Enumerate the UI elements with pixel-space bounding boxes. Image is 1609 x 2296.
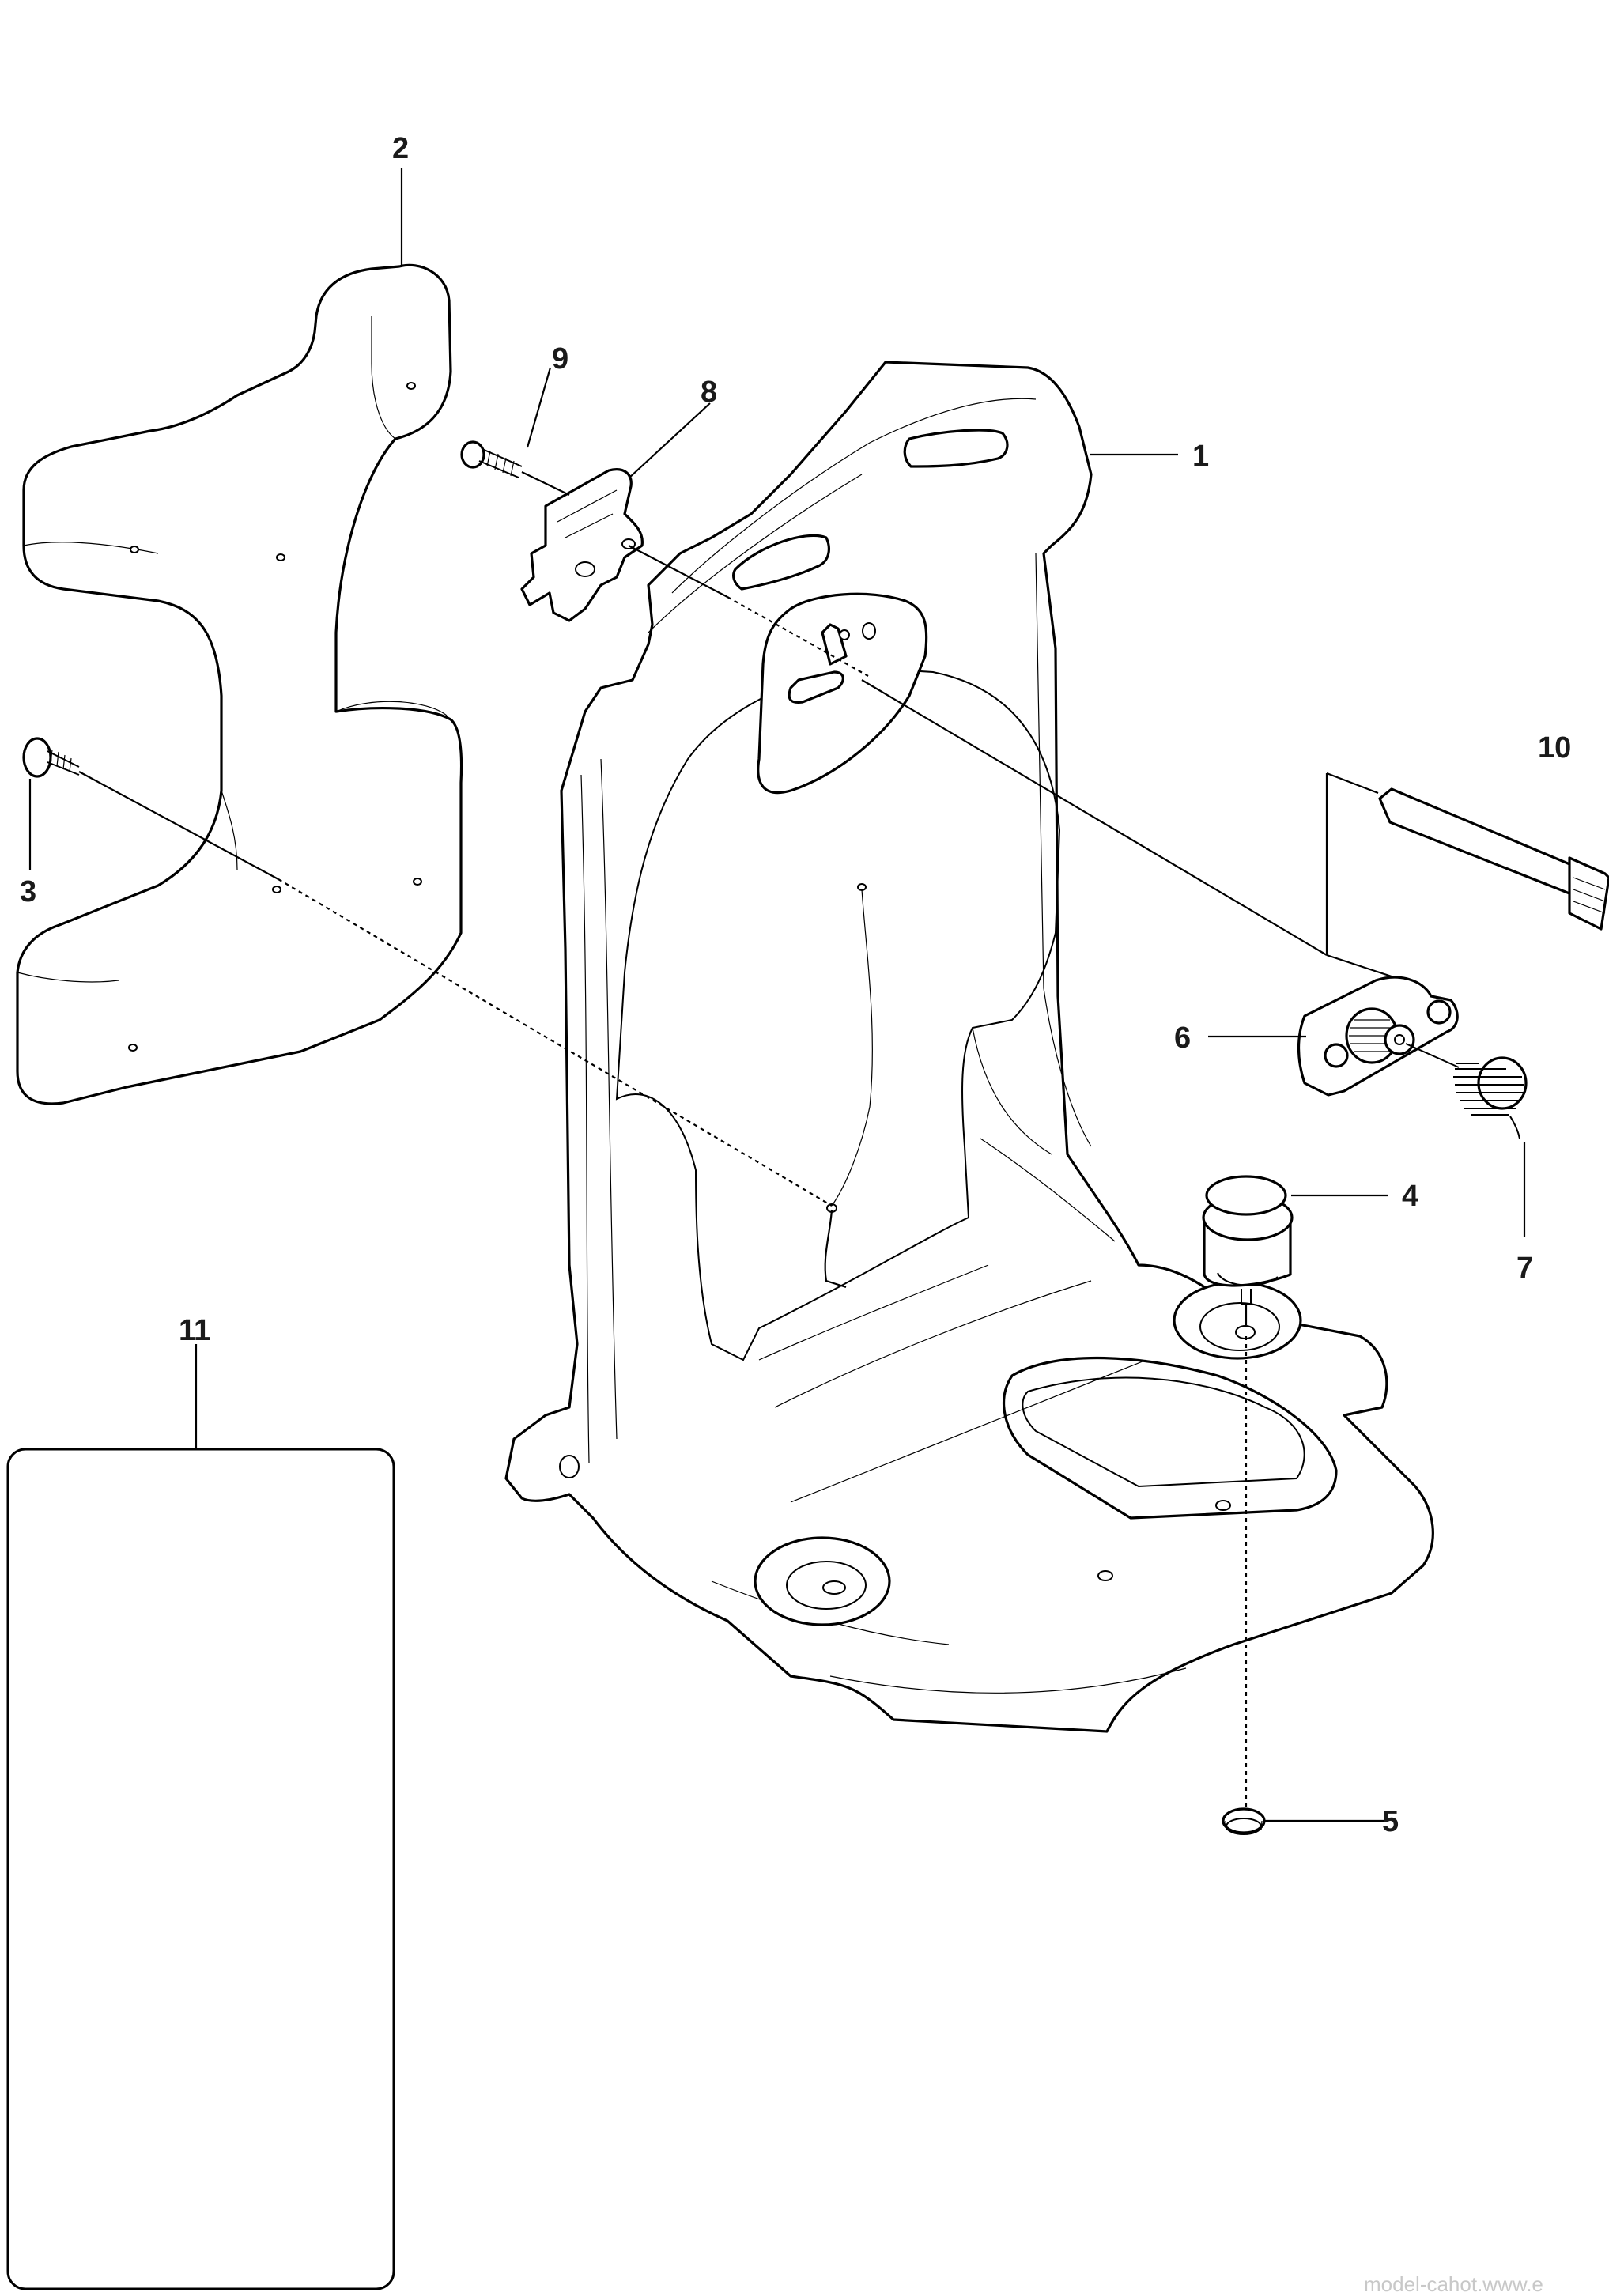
part-4-grommet <box>1202 1175 1294 1305</box>
callout-5: 5 <box>1382 1805 1399 1838</box>
callout-9: 9 <box>552 342 568 376</box>
callout-3: 3 <box>20 875 36 908</box>
part-5-washer <box>1222 1807 1266 1835</box>
watermark: model-cahot.www.e <box>1364 2272 1543 2296</box>
callout-1: 1 <box>1192 440 1209 473</box>
part-7-spring <box>1405 1043 1528 1139</box>
callout-11: 11 <box>179 1314 210 1347</box>
callout-6: 6 <box>1174 1021 1191 1055</box>
part-2-back-pad <box>16 263 463 1105</box>
callout-7: 7 <box>1516 1252 1533 1285</box>
callout-10: 10 <box>1538 731 1571 765</box>
callout-2: 2 <box>392 132 409 165</box>
callout-8: 8 <box>701 376 717 409</box>
callout-4: 4 <box>1402 1180 1418 1213</box>
part-8-bracket-plate <box>520 468 644 622</box>
callout-labels: 1 2 3 4 5 6 7 8 9 10 11 <box>20 132 1571 1838</box>
part-11-box <box>6 1448 395 2290</box>
part-10-strap <box>1378 787 1609 931</box>
part-1-frame <box>504 361 1434 1733</box>
leader-lines <box>28 168 1526 1822</box>
part-6-latch-housing <box>1297 976 1459 1097</box>
part-3-screw <box>22 737 80 778</box>
part-9-bolt <box>460 440 523 478</box>
